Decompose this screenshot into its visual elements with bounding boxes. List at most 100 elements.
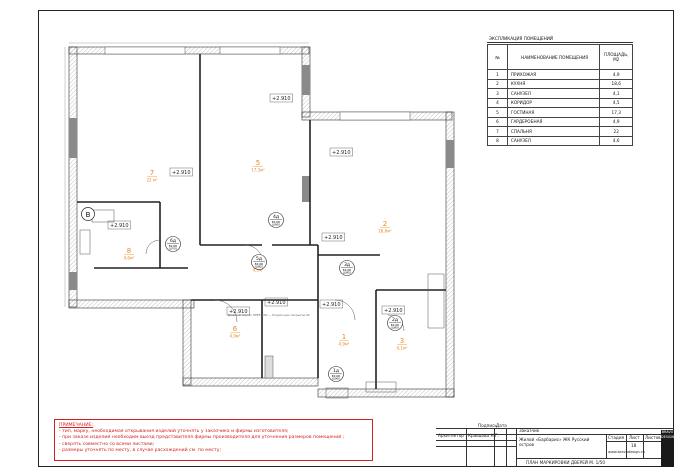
svg-text:+2.910: +2.910	[267, 300, 286, 306]
explication-cell-name: ГОСТИНАЯ	[506, 107, 601, 118]
sheet-frame	[38, 10, 674, 467]
note-line: - сверять совместно со всеми листами;	[59, 441, 155, 447]
explication-cell-name: САНУЗЕЛ	[506, 88, 601, 99]
explication-cell-area: 22	[599, 126, 633, 137]
svg-text:4,1м²: 4,1м²	[397, 346, 408, 351]
svg-text:В2100: В2100	[391, 323, 400, 327]
svg-text:+2.910: +2.910	[384, 308, 403, 314]
room-label: 517,3м²	[251, 159, 265, 173]
level-mark: +2.910	[269, 93, 293, 103]
project-name: Жилой «Барбарис» ЖК Русский остров	[519, 437, 590, 447]
room-label: 14,9м²	[339, 333, 350, 347]
explication-cell-name: САНУЗЕЛ	[506, 135, 601, 146]
svg-text:+2.910: +2.910	[110, 223, 129, 229]
svg-text:3д: 3д	[344, 262, 350, 268]
svg-text:Ш800: Ш800	[255, 265, 263, 269]
svg-text:1д: 1д	[333, 368, 339, 374]
svg-text:В2100: В2100	[343, 268, 352, 272]
portal-note: Дверной портал ПРЕЗ1Е00 — Отделочное пок…	[228, 313, 310, 317]
sheet-header: Лист	[629, 435, 640, 440]
website: www.bravodesign.ru	[608, 450, 645, 454]
explication-cell-no: 6	[487, 116, 508, 127]
svg-text:4,9м²: 4,9м²	[230, 334, 241, 339]
notes-title: ПРИМЕЧАНИЕ:	[59, 423, 94, 428]
note-line: - размеры уточнять по месту, в случае ра…	[59, 447, 221, 453]
architect-name: Кравцова Н.Г.	[468, 433, 499, 438]
svg-text:6: 6	[233, 325, 238, 333]
svg-text:8: 8	[127, 247, 131, 255]
explication-cell-area: 4,1	[599, 88, 633, 99]
svg-text:+2.910: +2.910	[272, 96, 291, 102]
notes-box: ПРИМЕЧАНИЕ: - тип, марку, необходимая от…	[54, 419, 373, 461]
explication-cell-name: КУХНЯ	[506, 78, 601, 89]
svg-text:6д: 6д	[170, 238, 176, 244]
svg-text:17,3м²: 17,3м²	[251, 168, 265, 173]
explication-cell-no: 1	[487, 69, 508, 80]
level-mark: +2.910	[329, 147, 353, 157]
drawing-title: ПЛАН МАРКИРОВКИ ДВЕРЕЙ М. 1/50	[526, 460, 605, 465]
svg-text:В2100: В2100	[255, 262, 264, 266]
windows	[69, 46, 454, 290]
note-line: - тип, марку, необходимая открывания изд…	[59, 429, 289, 435]
svg-text:18,6м²: 18,6м²	[378, 229, 392, 234]
dimension-lines	[64, 42, 309, 307]
explication-cell-no: 2	[487, 78, 508, 89]
col-name: НАИМЕНОВАНИЕ ПОМЕЩЕНИЯ	[506, 44, 601, 70]
level-marks: +2.910 +2.910 +2.910 +2.910 +2.910 +2.910 +2.9…	[107, 93, 405, 316]
svg-text:В2100: В2100	[332, 374, 341, 378]
explication-cell-area: 4,9	[599, 116, 633, 127]
level-mark: +2.910	[107, 220, 131, 230]
svg-text:+2.910: +2.910	[172, 170, 191, 176]
room-label: 218,6м²	[378, 220, 392, 234]
col-area: ПЛОЩАДЬ, М2	[599, 44, 633, 70]
stage-header: Стадия	[608, 435, 625, 440]
svg-text:+2.910: +2.910	[324, 235, 343, 241]
explication-cell-name: СПАЛЬНЯ	[506, 126, 601, 137]
inner-walls	[77, 54, 446, 389]
svg-text:2д: 2д	[392, 317, 398, 323]
svg-text:+2.910: +2.910	[229, 309, 248, 315]
svg-text:4,6м²: 4,6м²	[124, 256, 135, 261]
explication-cell-no: 5	[487, 107, 508, 118]
title-block: Архитектор Кравцова Н.Г. Подпись Дата За…	[436, 423, 674, 467]
architect-label: Архитектор	[438, 433, 464, 438]
level-mark: +2.910	[226, 306, 250, 316]
svg-text:Ш700: Ш700	[169, 247, 177, 251]
svg-text:+2.910: +2.910	[322, 302, 341, 308]
room-label: 84,6м²	[124, 247, 135, 261]
svg-text:2: 2	[383, 220, 387, 228]
col-date: Дата	[496, 423, 507, 428]
svg-text:+2.910: +2.910	[332, 150, 351, 156]
sheets-header: Листов	[645, 435, 661, 440]
svg-text:4,9м²: 4,9м²	[339, 342, 350, 347]
level-mark: +2.910	[169, 167, 193, 177]
svg-text:5д: 5д	[256, 256, 262, 262]
explication-cell-name: ГАРДЕРОБНАЯ	[506, 116, 601, 127]
level-mark: +2.910	[321, 232, 345, 242]
explication-cell-name: КОРИДОР	[506, 97, 601, 108]
customer-label: Заказчик	[519, 428, 540, 433]
level-mark: +2.910	[319, 299, 343, 309]
explication-title: ЭКСПЛИКАЦИЯ ПОМЕЩЕНИЙ	[487, 35, 633, 43]
svg-text:22 м²: 22 м²	[147, 178, 158, 183]
explication-cell-no: 4	[487, 97, 508, 108]
fixtures	[79, 209, 445, 399]
level-mark: +2.910	[381, 305, 405, 315]
explication-cell-area: 4,9	[599, 69, 633, 80]
explication-cell-no: 7	[487, 126, 508, 137]
